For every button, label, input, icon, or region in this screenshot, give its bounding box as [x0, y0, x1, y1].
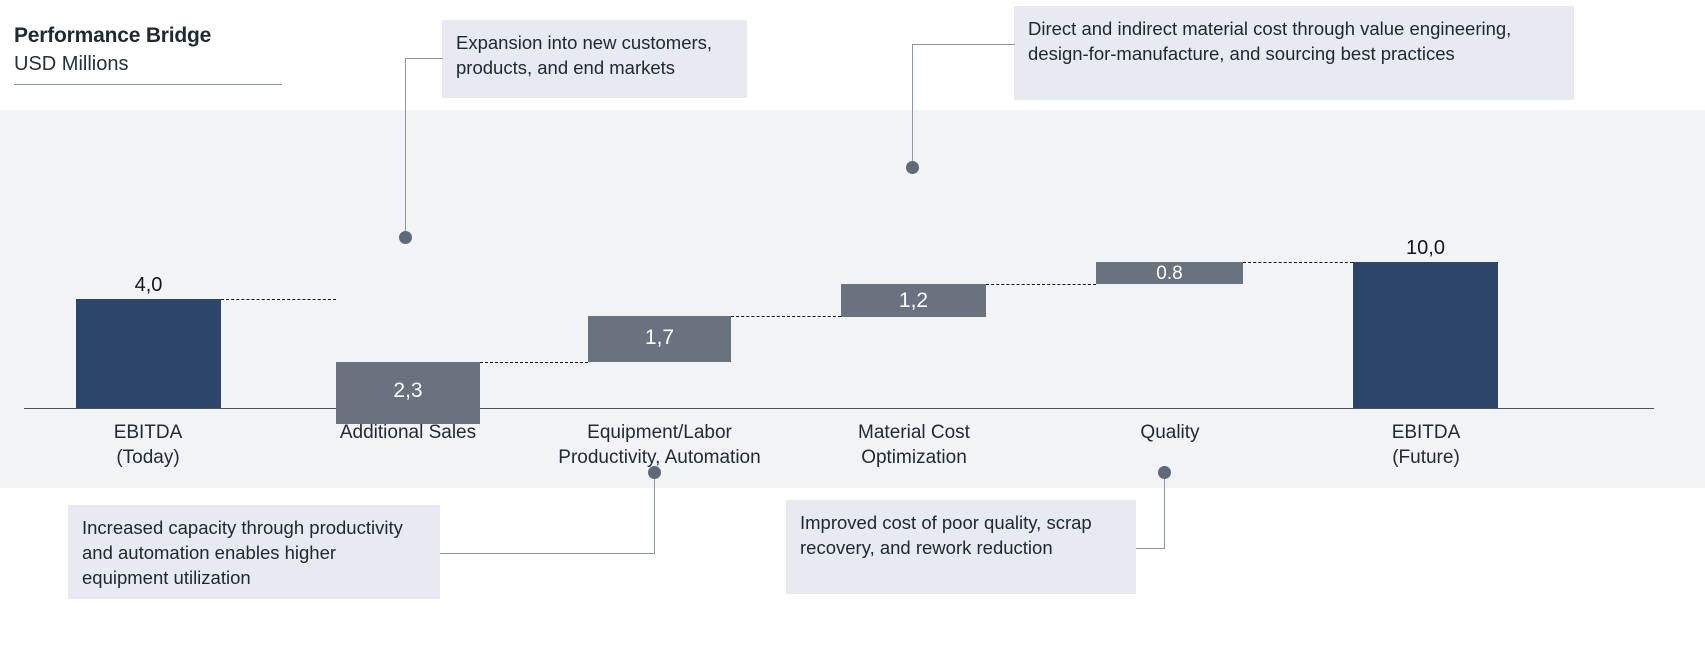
category-label-ebitda-future: EBITDA (Future)	[1336, 420, 1516, 470]
callout-additional-sales-leader-vertical	[405, 58, 407, 238]
bar-value-ebitda-future: 10,0	[1406, 237, 1445, 259]
connector-1	[221, 299, 336, 300]
callout-additional-sales: Expansion into new customers, products, …	[442, 20, 747, 98]
category-line-1: Quality	[1140, 422, 1200, 443]
category-line-1: Additional Sales	[339, 422, 477, 443]
category-line-1: Material Cost	[858, 422, 970, 443]
callout-additional-sales-anchor-dot	[399, 231, 412, 244]
x-axis-line	[24, 408, 1654, 409]
category-label-equipment-labor: Equipment/Labor Productivity, Automation	[530, 420, 789, 470]
callout-quality: Improved cost of poor quality, scrap rec…	[786, 500, 1136, 594]
bar-equipment-labor[interactable]	[588, 316, 731, 362]
callout-material-cost-leader-vertical	[912, 44, 914, 164]
chart-header: Performance Bridge USD Millions	[14, 22, 284, 85]
page-title: Performance Bridge	[14, 24, 212, 47]
bar-quality[interactable]	[1096, 262, 1243, 284]
category-label-ebitda-today: EBITDA (Today)	[58, 420, 238, 470]
callout-material-cost: Direct and indirect material cost throug…	[1014, 6, 1574, 100]
bar-value-ebitda-today: 4,0	[134, 274, 163, 296]
bar-additional-sales[interactable]	[336, 362, 480, 424]
category-line-1: Equipment/Labor	[587, 422, 732, 443]
category-line-2: Productivity, Automation	[558, 447, 761, 468]
chart-plot-area: 4,0 2,3 1,7 1,2 0.8 10,0 EBITDA (Today)	[0, 110, 1705, 488]
category-line-1: EBITDA	[1391, 422, 1461, 443]
category-line-2: (Future)	[1392, 447, 1460, 468]
category-label-additional-sales: Additional Sales	[313, 420, 503, 445]
connector-3	[731, 316, 841, 317]
category-label-quality: Quality	[1080, 420, 1260, 445]
bar-value-equipment-labor: 1,7	[644, 326, 675, 349]
callout-material-cost-leader-horizontal	[912, 44, 1015, 46]
bar-ebitda-future[interactable]	[1353, 262, 1498, 408]
callout-material-cost-anchor-dot	[906, 161, 919, 174]
chart-subtitle: USD Millions	[14, 53, 129, 75]
connector-5	[1243, 262, 1353, 263]
category-line-2: Optimization	[861, 447, 967, 468]
title-divider	[14, 84, 282, 85]
callout-quality-anchor-dot	[1158, 466, 1171, 479]
callout-equipment-labor-leader-horizontal	[440, 553, 655, 555]
category-line-2: (Today)	[116, 447, 180, 468]
callout-equipment-labor: Increased capacity through productivity …	[68, 505, 440, 599]
category-line-1: EBITDA	[113, 422, 183, 443]
connector-4	[986, 284, 1096, 285]
bar-material-cost[interactable]	[841, 284, 986, 317]
callout-equipment-labor-anchor-dot	[648, 466, 661, 479]
bar-value-quality: 0.8	[1156, 263, 1183, 284]
bar-ebitda-today[interactable]	[76, 299, 221, 408]
callout-quality-leader-vertical	[1164, 478, 1166, 549]
category-label-material-cost: Material Cost Optimization	[824, 420, 1004, 470]
connector-2	[480, 362, 588, 363]
bar-value-additional-sales: 2,3	[393, 379, 423, 402]
callout-quality-leader-horizontal	[1136, 548, 1165, 550]
callout-additional-sales-leader-horizontal	[405, 58, 443, 60]
callout-equipment-labor-leader-vertical	[654, 478, 656, 554]
bar-value-material-cost: 1,2	[898, 289, 929, 312]
